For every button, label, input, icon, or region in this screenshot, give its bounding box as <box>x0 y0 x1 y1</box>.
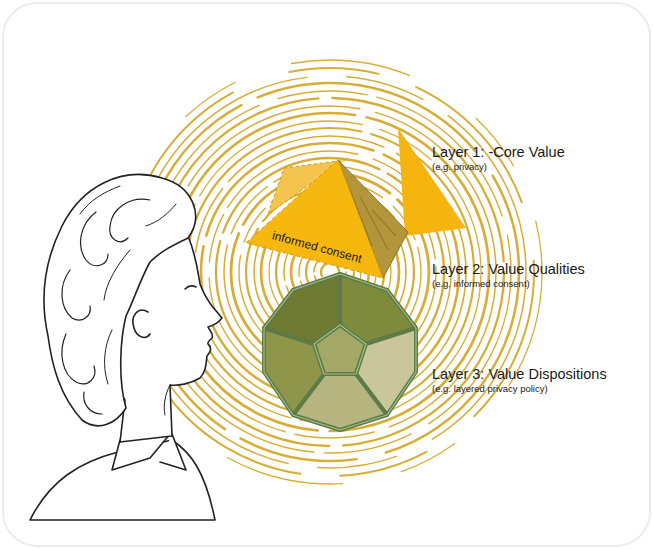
hair-curl <box>110 199 150 241</box>
pyramid-face: informed consent <box>246 160 384 279</box>
eye <box>185 286 196 289</box>
collar <box>160 434 186 470</box>
card <box>3 3 650 546</box>
layer-example: (e.g. informed consent) <box>432 279 530 290</box>
layer-example: (e.g. privacy) <box>432 162 487 173</box>
dodecahedron-edge-highlight <box>314 325 366 374</box>
ear <box>133 310 150 337</box>
layer-heading: Layer 3: Value Dispositions <box>432 366 607 383</box>
layer-heading: Layer 1: -Core Value <box>432 144 565 161</box>
dodecahedron-edge-highlight <box>264 274 416 430</box>
hair-strand <box>104 250 130 300</box>
layer-example: (e.g. layered privacy policy) <box>432 384 548 395</box>
hair-strand <box>105 330 112 384</box>
dodecahedron <box>264 274 416 430</box>
pyramid-face-shape <box>246 160 384 279</box>
hair-curl <box>84 392 102 414</box>
hair-curl <box>62 334 95 384</box>
dodecahedron-highlights <box>264 274 416 430</box>
jaw-line <box>164 385 170 415</box>
hair-strand <box>146 204 176 226</box>
hair <box>44 175 195 426</box>
hair-strand <box>80 186 120 214</box>
woman-figure <box>30 175 222 520</box>
pyramid-face-outline <box>246 160 383 278</box>
hair-curl <box>81 212 108 266</box>
layer-heading: Layer 2: Value Qualities <box>432 261 585 278</box>
hair-curl <box>62 270 90 320</box>
